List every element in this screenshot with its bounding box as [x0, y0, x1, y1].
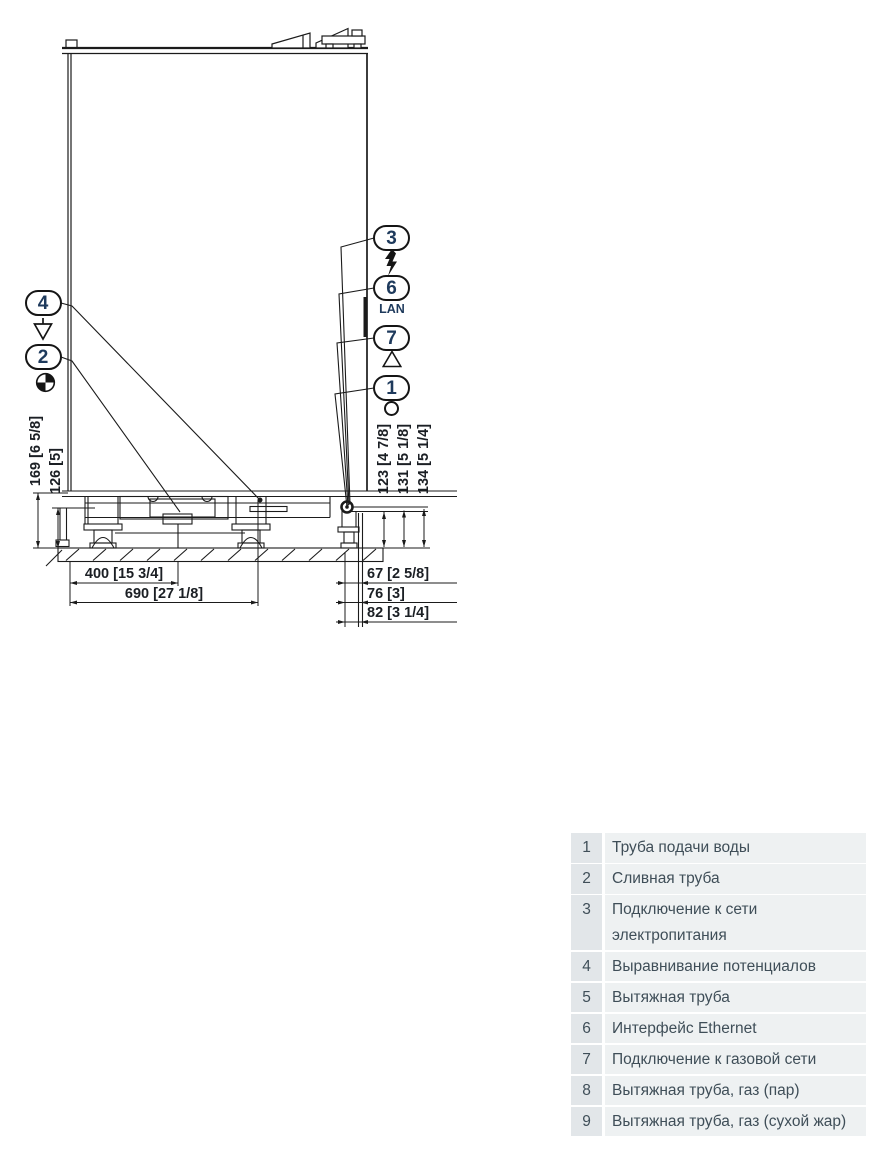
legend-row-number: 6: [571, 1013, 602, 1043]
legend-row-label: Сливная труба: [605, 864, 866, 894]
dimension-lines: [33, 492, 457, 627]
dim-label-400: 400 [15 3/4]: [84, 566, 164, 582]
callout-3-bubble: 3: [373, 225, 410, 251]
legend-row-label: Вытяжная труба, газ (пар): [605, 1075, 866, 1105]
legend-row-5: 5 Вытяжная труба: [571, 982, 866, 1012]
dim-label-169: 169 [6 5/8]: [28, 415, 44, 487]
floor-hatching: [33, 547, 430, 567]
callout-4-bubble: 4: [24, 290, 62, 316]
appliance-outline: [62, 39, 368, 491]
legend-row-label: Интерфейс Ethernet: [605, 1013, 866, 1043]
legend-row-number: 3: [571, 895, 602, 950]
legend-row-8: 8 Вытяжная труба, газ (пар): [571, 1075, 866, 1105]
legend-row-number: 2: [571, 864, 602, 894]
water-circle-icon: [384, 401, 399, 416]
lightning-icon: [385, 249, 397, 276]
legend-row-3: 3 Подключение к сети электропитания: [571, 895, 866, 950]
dim-label-131: 131 [5 1/8]: [396, 423, 412, 495]
installation-drawing: 4 2 3 6 7 1 LAN 169 [6 5/8] 126 [5] 123 …: [0, 0, 470, 650]
dimension-arrows: [36, 493, 426, 624]
legend-row-label: Выравнивание потенциалов: [605, 951, 866, 981]
dim-label-82: 82 [3 1/4]: [367, 605, 430, 621]
legend-row-label: Вытяжная труба: [605, 982, 866, 1012]
dim-label-123: 123 [4 7/8]: [376, 423, 392, 495]
drawing-canvas: [33, 27, 457, 627]
callout-7-bubble: 7: [373, 325, 410, 351]
top-vents: [271, 27, 366, 49]
dim-label-76: 76 [3]: [367, 585, 405, 602]
legend-row-1: 1 Труба подачи воды: [571, 833, 866, 863]
legend-row-label: Вытяжная труба, газ (сухой жар): [605, 1106, 866, 1136]
legend-row-number: 1: [571, 833, 602, 863]
legend-row-number: 5: [571, 982, 602, 1012]
legend-row-label: Труба подачи воды: [605, 833, 866, 863]
legend-row-7: 7 Подключение к газовой сети: [571, 1044, 866, 1074]
legend-row-label: Подключение к газовой сети: [605, 1044, 866, 1074]
legend-table: 1 Труба подачи воды 2 Сливная труба 3 По…: [571, 833, 866, 1138]
callout-1-bubble: 1: [373, 375, 410, 401]
callout-6-bubble: 6: [373, 275, 410, 301]
legend-row-number: 4: [571, 951, 602, 981]
gas-triangle-icon: [382, 350, 402, 368]
legend-row-number: 7: [571, 1044, 602, 1074]
legend-row-number: 9: [571, 1106, 602, 1136]
dim-label-690: 690 [27 1/8]: [124, 585, 204, 602]
lan-label: LAN: [379, 302, 405, 316]
equipotential-icon: [33, 318, 53, 341]
dim-label-134: 134 [5 1/4]: [416, 423, 432, 495]
legend-row-2: 2 Сливная труба: [571, 864, 866, 894]
legend-row-6: 6 Интерфейс Ethernet: [571, 1013, 866, 1043]
dim-label-67: 67 [2 5/8]: [367, 566, 430, 582]
leader-lines: [60, 237, 375, 513]
dim-label-126: 126 [5]: [48, 448, 64, 494]
callout-2-bubble: 2: [24, 344, 62, 370]
drain-icon: [35, 372, 56, 393]
legend-row-4: 4 Выравнивание потенциалов: [571, 951, 866, 981]
legend-row-label: Подключение к сети электропитания: [605, 895, 866, 950]
water-pipe: [340, 500, 428, 627]
legend-row-number: 8: [571, 1075, 602, 1105]
legend-row-9: 9 Вытяжная труба, газ (сухой жар): [571, 1106, 866, 1136]
